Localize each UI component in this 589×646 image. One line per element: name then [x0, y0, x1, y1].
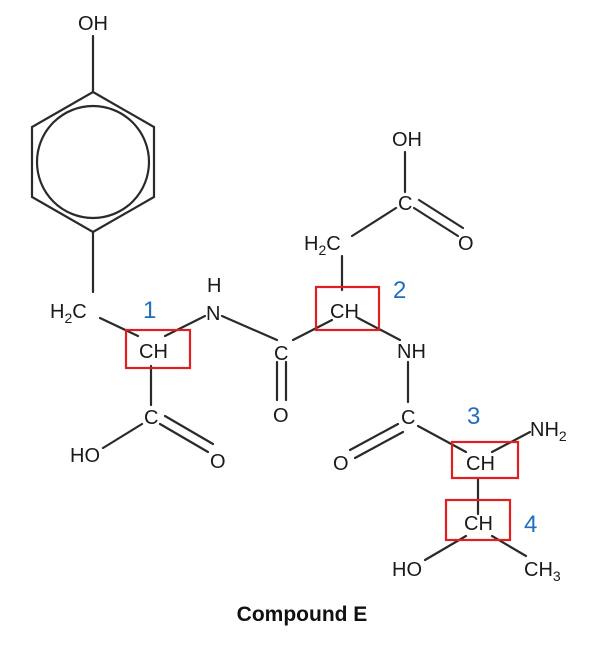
- bond-casp-o-b: [417, 198, 465, 230]
- chiral-box-3: [450, 440, 520, 480]
- bond-c2-o-b: [353, 430, 405, 460]
- atom-h2c-benzyl: H2C: [50, 301, 87, 326]
- atom-n-amide1: N: [206, 303, 220, 325]
- atom-o-amide1: O: [273, 405, 289, 427]
- chiral-number-2: 2: [393, 277, 406, 304]
- chiral-number-1: 1: [143, 297, 156, 324]
- bond-casp-o-a: [412, 206, 460, 238]
- bond-c2-ch3: [416, 424, 468, 454]
- atom-c-acid1: C: [144, 407, 158, 429]
- bond-n-c1: [220, 314, 279, 342]
- atom-labels: OH H2C CH H N C O C HO O OH C O H2C CH N…: [50, 13, 567, 584]
- bond-h2c-casp: [350, 206, 398, 238]
- atom-o-acid1: O: [210, 451, 226, 473]
- chiral-numbers: 1 2 3 4: [143, 277, 537, 538]
- atom-oh-phenol: OH: [78, 13, 108, 35]
- chiral-box-2: [314, 285, 381, 332]
- atom-ch-1: CH: [139, 341, 168, 363]
- diagram-caption: Compound E: [237, 603, 368, 626]
- atom-h2c-asp: H2C: [304, 233, 341, 258]
- atom-c-amide2: C: [401, 407, 415, 429]
- atom-c-amide1: C: [274, 343, 288, 365]
- atom-ho-thr: HO: [392, 559, 422, 581]
- benzene-aromatic-circle: [35, 104, 151, 220]
- atom-o-asp-acid: O: [458, 233, 474, 255]
- atom-o-amide2: O: [333, 453, 349, 475]
- bond-cacid-o-b: [163, 414, 215, 446]
- chiral-box-4: [444, 498, 512, 542]
- bond-c2-o-a: [348, 422, 400, 452]
- atom-nh2: NH2: [530, 419, 567, 444]
- atom-ch-4: CH: [464, 513, 493, 535]
- atom-nh-amide2: NH: [397, 341, 426, 363]
- atom-ch3: CH3: [524, 559, 561, 584]
- atom-ho-acid1: HO: [70, 445, 100, 467]
- atom-ch-2: CH: [330, 301, 359, 323]
- benzene-ring: [30, 90, 156, 234]
- atom-h-amide1: H: [207, 275, 221, 297]
- atom-oh-asp: OH: [392, 129, 422, 151]
- bond-ch1-n: [163, 314, 207, 338]
- atom-c-asp-acid: C: [398, 193, 412, 215]
- chiral-center-boxes: [124, 285, 520, 542]
- chiral-number-4: 4: [524, 511, 537, 538]
- atom-ch-3: CH: [466, 453, 495, 475]
- chiral-box-1: [124, 328, 192, 370]
- chiral-number-3: 3: [467, 403, 480, 430]
- bond-cacid-ho: [101, 422, 144, 450]
- bond-ch2-ch1: [98, 316, 140, 338]
- bond-cacid-o-a: [158, 422, 210, 454]
- bond-layer: [30, 34, 532, 562]
- bond-c1-ch2: [291, 318, 334, 342]
